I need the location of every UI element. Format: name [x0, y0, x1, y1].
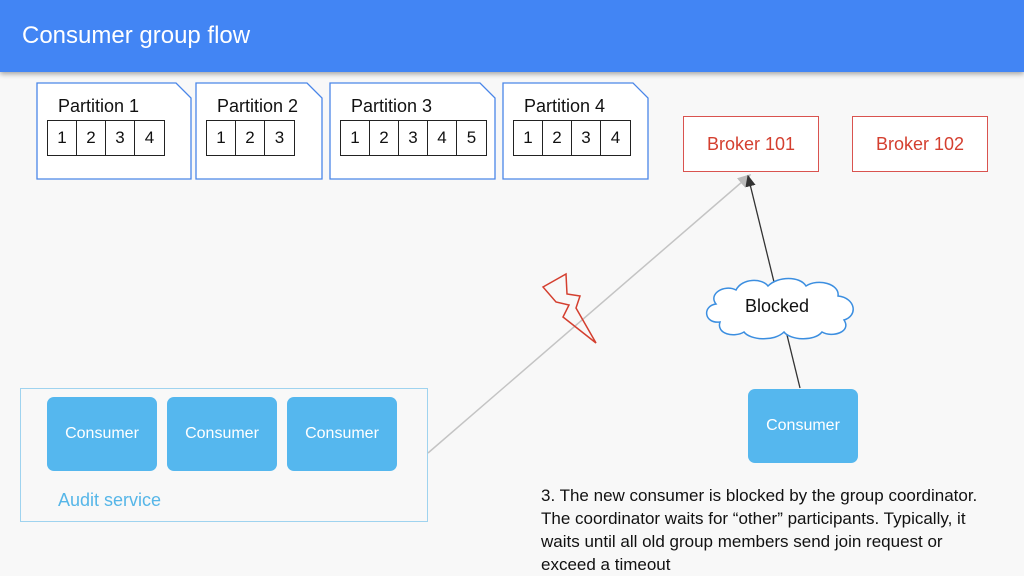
- partition-label: Partition 3: [351, 96, 433, 116]
- blocked-cloud: Blocked: [698, 276, 860, 345]
- message-cell: 1: [207, 121, 236, 155]
- message-cell: 1: [341, 121, 370, 155]
- partition-label: Partition 2: [217, 96, 299, 116]
- message-cell: 5: [466, 128, 477, 147]
- message-cell: 4: [144, 128, 155, 147]
- message-cell: 1: [514, 121, 543, 155]
- broker-102: Broker 102: [852, 116, 988, 172]
- partition-1: Partition 1 1 2 3 4: [36, 82, 192, 180]
- partition-cells: 1 2 3 4: [513, 120, 631, 156]
- partition-4: Partition 4 1 2 3 4: [502, 82, 649, 180]
- message-cell: 1: [48, 121, 77, 155]
- message-cell: 2: [543, 121, 572, 155]
- audit-consumer-3: Consumer: [287, 397, 397, 471]
- partition-label: Partition 1: [58, 96, 140, 116]
- message-cell: 2: [370, 121, 399, 155]
- audit-consumer-1: Consumer: [47, 397, 157, 471]
- broker-101: Broker 101: [683, 116, 819, 172]
- header-bar: Consumer group flow: [0, 0, 1024, 72]
- message-cell: 3: [274, 128, 285, 147]
- message-cell: 4: [428, 121, 457, 155]
- message-cell: 3: [399, 121, 428, 155]
- new-consumer: Consumer: [748, 389, 858, 463]
- audit-to-broker-line: [427, 174, 752, 454]
- blocked-label: Blocked: [744, 296, 810, 316]
- partition-3: Partition 3 1 2 3 4 5: [329, 82, 496, 180]
- partition-cells: 1 2 3: [206, 120, 295, 156]
- page-title: Consumer group flow: [22, 22, 251, 49]
- partition-2: Partition 2 1 2 3: [195, 82, 323, 180]
- partition-cells: 1 2 3 4 5: [340, 120, 487, 156]
- audit-service-label: Audit service: [58, 490, 162, 510]
- message-cell: 3: [572, 121, 601, 155]
- message-cell: 3: [106, 121, 135, 155]
- audit-service-container: [20, 388, 428, 522]
- message-cell: 4: [610, 128, 621, 147]
- lightning-icon: [541, 272, 597, 344]
- partition-label: Partition 4: [524, 96, 606, 116]
- step-caption: 3. The new consumer is blocked by the gr…: [541, 486, 978, 574]
- message-cell: 2: [77, 121, 106, 155]
- audit-consumer-2: Consumer: [167, 397, 277, 471]
- partition-cells: 1 2 3 4: [47, 120, 165, 156]
- cloud-icon: [706, 277, 854, 340]
- message-cell: 2: [236, 121, 265, 155]
